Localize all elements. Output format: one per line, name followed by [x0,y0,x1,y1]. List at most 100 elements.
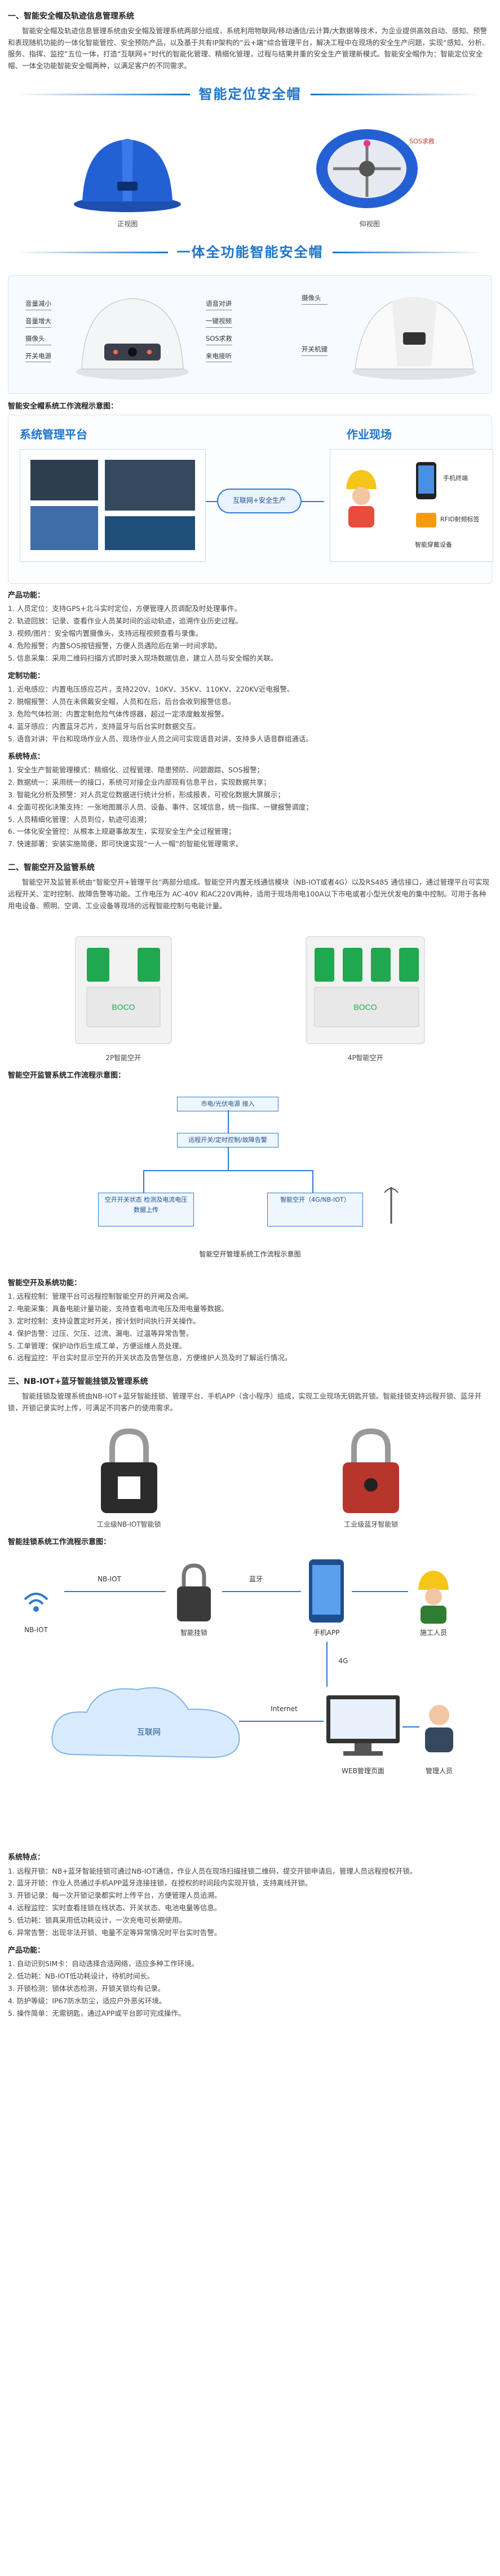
nb-label-left: NB-IOT [24,1626,48,1634]
list-item: 4. 危险报警：内置SOS按钮报警，方便人员遇险后在第一时间求助。 [8,641,222,650]
s1-func-list: 1. 人员定位：支持GPS+北斗实时定位，方便管理人员调配及时处理事件。 2. … [8,603,492,664]
platform-screens [20,449,206,562]
positioning-helmet-images: 正视图 SOS求救 仰视图 [8,117,492,230]
list-item: 1. 安全生产智能管理模式：精细化、过程管理、隐患预防、问题跟踪、SOS报警； [8,766,264,775]
helmet-diagram-title: 智能安全帽系统工作流程示意图： [8,402,118,411]
worker-2-icon [418,1571,449,1624]
lock1-caption: 工业级NB-IOT智能锁 [96,1520,161,1528]
sos-label: SOS求救 [409,138,435,146]
platform-label: 系统管理平台 [20,428,87,442]
worker-icon [346,470,377,528]
list-item: 5. 人员精细化管理：人员到位，轨迹可追溯； [8,815,151,824]
callout-answer: 来电接听 [206,351,232,363]
list-item: 2. 电能采集：具备电能计量功能，支持查看电流电压及用电量等数据。 [8,1304,228,1313]
callout-power-key: 开关机键 [302,344,328,356]
lock2-caption: 工业级蓝牙智能锁 [344,1520,399,1528]
caption-2p: 2P智能空开 [105,1054,141,1062]
rfid-icon [416,513,436,528]
list-item: 4. 保护告警：过压、欠压、过流、漏电、过温等异常告警。 [8,1329,193,1338]
section-3-intro: 智能挂锁及管理系统由NB-IOT+蓝牙智能挂锁、管理平台、手机APP（含小程序）… [8,1392,482,1413]
lock-diagram-title: 智能挂锁系统工作流程示意图： [8,1537,111,1546]
flow-top-box: 市电/光伏电源 接入 [177,1096,278,1111]
brand-text-2: BOCO [354,1003,377,1012]
list-item: 3. 定时控制：支持设置定时开关，按计划时间执行开关操作。 [8,1316,200,1325]
s3-spec-list: 1. 自动识别SIM卡：自动选择合适网络，适应多种工作环境。 2. 低功耗：NB… [8,1958,492,2019]
iot-badge: 互联网+安全生产 [217,489,302,514]
s2-func-list: 1. 远程控制：管理平台可远程控制智能空开的开闸及合闸。 2. 电能采集：具备电… [8,1290,492,1364]
breaker-2p: BOCO 2P智能空开 [70,931,177,1064]
top-view-caption: 仰视图 [359,219,380,228]
section-1-intro: 智能安全帽及轨迹信息管理系统由安全帽及管理系统两部分组成，系统利用物联网/移动通… [8,27,489,70]
breaker-diagram-title: 智能空开监管系统工作流程示意图： [8,1071,126,1080]
list-item: 1. 远程控制：管理平台可远程控制智能空开的开闸及合闸。 [8,1292,193,1301]
list-item: 6. 一体化安全管控：从根本上规避事故发生，实现安全生产全过程管理； [8,827,236,836]
brand-text: BOCO [112,1003,135,1012]
full-function-helmet-panel: 音量减小 音量增大 摄像头 开关电源 语音对讲 一键视频 SOS求救 来电接听 … [8,275,492,394]
banner-full-function-helmet: 一体全功能智能安全帽 [8,236,492,270]
admin-label: 管理人员 [425,1767,453,1775]
lock-images: 工业级NB-IOT智能锁 工业级蓝牙智能锁 [8,1418,492,1531]
list-item: 7. 快速部署：安装实施简便，即可快速实现“一人一帽”的智能化管理需求。 [8,839,243,849]
list-item: 6. 远程监控：平台实时显示空开的开关状态及告警信息，方便维护人员及时了解运行情… [8,1353,292,1362]
s2-func-title: 智能空开及系统功能： [8,1278,82,1287]
front-view: 正视图 [71,125,184,230]
worker-label: 施工人员 [419,1629,447,1637]
list-item: 2. 轨迹回放：记录、查看作业人员某时间的运动轨迹，追溯作业历史过程。 [8,617,242,626]
list-item: 1. 人员定位：支持GPS+北斗实时定位，方便管理人员调配及时处理事件。 [8,604,242,613]
list-item: 5. 工单管理：保护动作后生成工单，方便运维人员处理。 [8,1341,186,1350]
bt-label: 蓝牙 [249,1575,263,1584]
phone-icon [416,462,436,500]
callout-video: 一键视频 [206,316,232,328]
callout-volume-up: 音量增大 [25,316,51,328]
wifi-icon [24,1593,48,1612]
s3-spec-title: 产品功能： [8,1946,45,1955]
top-view: SOS求救 仰视图 [311,121,435,230]
flow-left-box: 空开开关状态 检测及电流电压数据上传 [98,1192,194,1227]
helmet-side-icon [76,298,189,380]
lock-workflow-diagram: NB-IOT NB-IOT 智能挂锁 蓝牙 手机APP 施工人员 4G 互联网 … [8,1551,492,1845]
list-item: 2. 脱帽报警：人员在未佩戴安全帽，人员和在后，后台会收到报警信息。 [8,697,236,706]
site-scene: 手机终端 RFID射频标签 智能穿戴设备 [330,449,493,562]
list-item: 2. 蓝牙开锁：作业人员通过手机APP蓝牙连接挂锁，在授权的时间段内实现开锁，支… [8,1879,312,1888]
section-3-title: 三、NB-IOT+蓝牙智能挂锁及管理系统 [8,1377,148,1387]
helmet-angle-icon [352,297,476,380]
callout-camera-2: 摄像头 [302,293,328,305]
list-item: 3. 危险气体检测：内置定制危险气体传感器，超过一定浓度触发报警。 [8,710,228,719]
lock-diagram-icon [177,1563,211,1622]
list-item: 1. 自动识别SIM卡：自动选择合适网络，适应多种工作环境。 [8,1959,199,1968]
callout-voice-talk: 语音对讲 [206,298,232,310]
helmet-workflow-diagram: 系统管理平台 作业现场 互联网+安全生产 手机终端 RFID射 [8,415,493,584]
s1-func-title: 产品功能： [8,591,45,600]
breaker-images: BOCO 2P智能空开 BOCO 4P智能空开 [8,917,492,1064]
list-item: 3. 智能化分析及预警：对人员定位数据进行统计分析，形成报表，可视化数据大屏展示… [8,790,285,799]
flow-right-box: 智能空开（4G/NB-IOT） [267,1192,363,1227]
cloud-label: 互联网 [137,1728,161,1738]
wearable-label: 智能穿戴设备 [415,541,452,549]
helmet-top-icon [316,129,418,209]
s3-func-list: 1. 远程开锁：NB+蓝牙智能挂锁可通过NB-IOT通信，作业人员在现场扫描挂锁… [8,1865,492,1939]
page: 一、智能安全帽及轨迹信息管理系统 智能安全帽及轨迹信息管理系统由安全帽及管理系统… [8,12,493,2019]
caption-4p: 4P智能空开 [347,1054,383,1062]
section-2-intro: 智能空开及监管系统由“智能空开+管理平台”两部分组成。智能空开内置无线通信模块（… [8,878,490,910]
monitor-icon [326,1695,400,1756]
list-item: 2. 数据统一：采用统一的接口，系统可对接企业内部现有信息平台，实现数据共享； [8,777,271,786]
right-callouts: 摄像头 开关机键 [302,293,328,356]
section-1-title: 一、智能安全帽及轨迹信息管理系统 [8,12,134,21]
s1-custom-title: 定制功能： [8,671,45,680]
app-phone-icon [309,1559,344,1623]
banner-positioning-helmet: 智能定位安全帽 [8,78,492,112]
internet-label: Internet [271,1705,298,1713]
list-item: 2. 低功耗：NB-IOT低功耗设计，待机时间长。 [8,1972,154,1981]
lock-bt: 工业级蓝牙智能锁 [331,1426,410,1531]
list-item: 5. 低功耗：锁具采用低功耗设计，一次充电可长期使用。 [8,1916,186,1925]
lock-label: 智能挂锁 [180,1629,207,1637]
cloud-icon [51,1687,240,1759]
antenna-icon [384,1186,399,1224]
list-item: 1. 近电感应：内置电压感应芯片，支持220V、10KV、35KV、110KV、… [8,685,294,694]
breaker-2p-icon: BOCO [75,936,172,1044]
admin-icon [425,1705,453,1753]
list-item: 5. 信息采集：采用二维码扫描方式即时录入现场数据信息，建立人员与安全帽的关联。 [8,653,278,662]
left-callouts: 音量减小 音量增大 摄像头 开关电源 [25,298,51,363]
mid-callouts: 语音对讲 一键视频 SOS求救 来电接听 [206,298,232,363]
s1-system-list: 1. 安全生产智能管理模式：精细化、过程管理、隐患预防、问题跟踪、SOS报警； … [8,764,492,850]
